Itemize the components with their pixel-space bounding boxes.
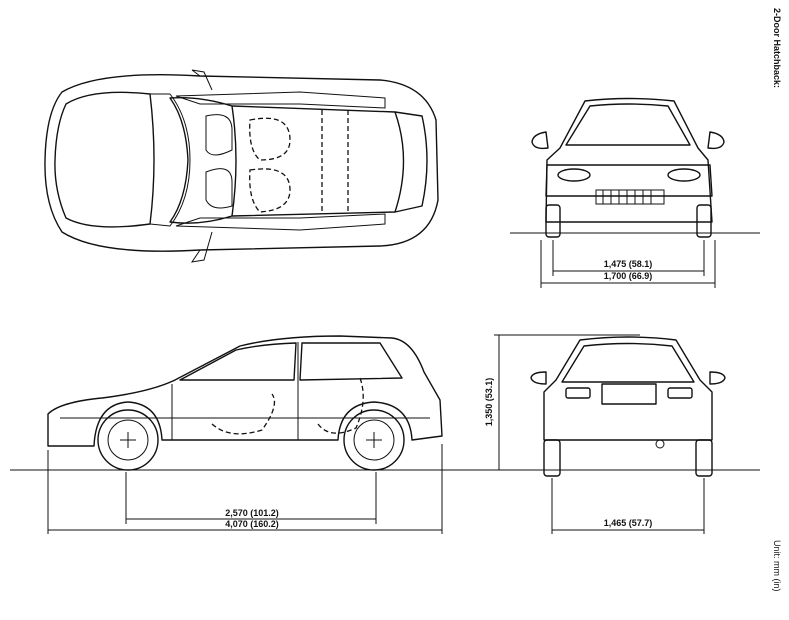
dim-overall-height: 1,350 (53.1): [484, 378, 494, 427]
top-view: [44, 69, 439, 263]
rear-view: [520, 336, 760, 534]
dim-overall-length: 4,070 (160.2): [225, 519, 279, 529]
front-view: [510, 97, 760, 238]
side-view: [10, 335, 520, 534]
dim-tread-rear: 1,465 (57.7): [604, 518, 653, 528]
dim-overall-width: 1,700 (66.9): [604, 271, 653, 281]
dim-wheelbase: 2,570 (101.2): [225, 508, 279, 518]
dimension-lines: [48, 240, 716, 531]
dim-tread-front: 1,475 (58.1): [604, 259, 653, 269]
